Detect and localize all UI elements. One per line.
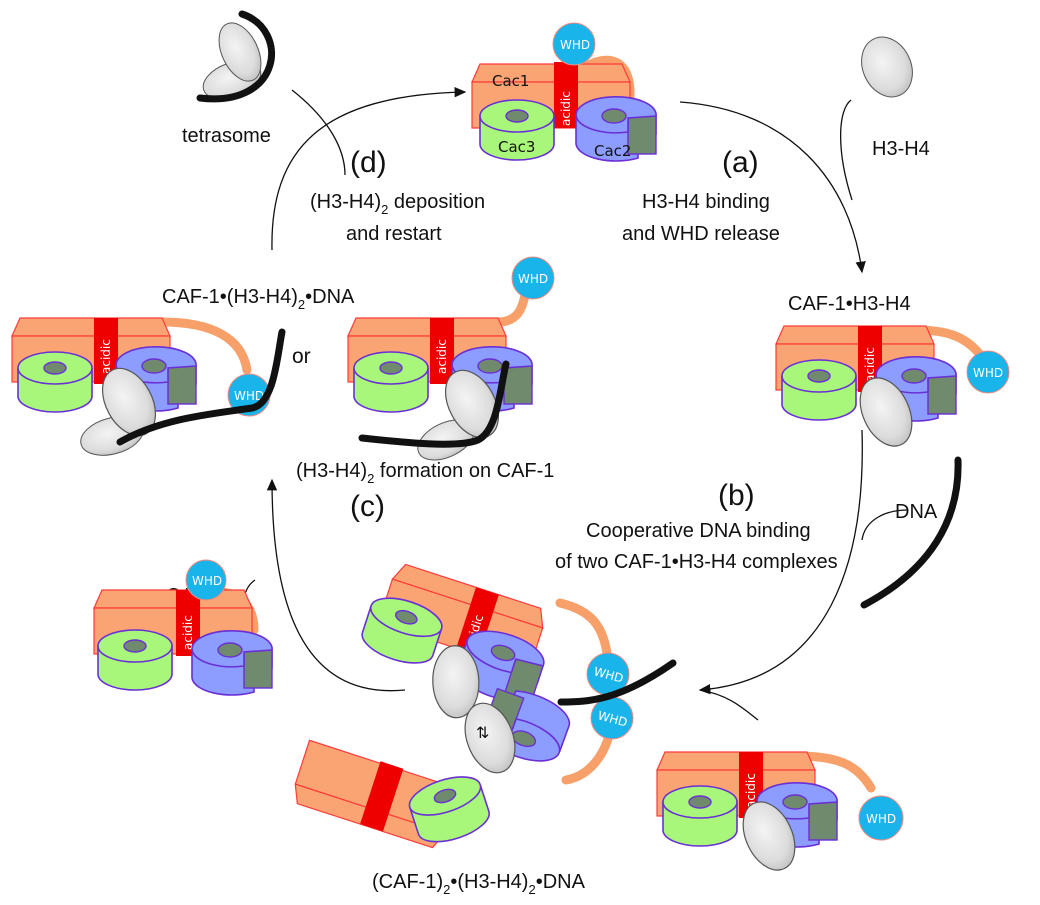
step-a-line1: H3-H4 binding [642,191,770,213]
dna-free-icon [860,456,962,609]
arrow-h3h4-in [840,99,853,201]
cac2-label: Cac2 [594,142,631,160]
svg-text:acidic: acidic [435,339,449,374]
svg-text:acidic: acidic [744,773,758,808]
caf1-h3h4-2-dna-variant1: acidic WHD [11,317,286,456]
svg-text:WHD: WHD [973,366,1003,380]
dna-strand [557,659,677,706]
step-d-letter: (d) [350,146,387,179]
step-a-line2: and WHD release [622,223,780,245]
svg-text:acidic: acidic [863,347,877,382]
caf1-released: acidic WHD [93,559,273,696]
step-d-line2: and restart [346,223,442,245]
label-tetrasome: tetrasome [182,125,271,147]
caf1-free-top: acidic Cac1 WHD Cac3 Cac2 [471,22,657,162]
svg-text:WHD: WHD [234,389,264,403]
whd-domain [858,795,904,841]
svg-text:acidic: acidic [497,785,524,822]
whd-domain [511,256,555,300]
step-c-letter: (c) [350,490,385,523]
h3h4-histone-icon [861,36,913,98]
step-d-line1: (H3-H4)2 deposition [310,191,485,217]
step-b-letter: (b) [718,479,755,512]
step-c-line1: (H3-H4)2 formation on CAF-1 [296,460,554,486]
step-b-line1: Cooperative DNA binding [586,520,811,542]
dna-strand [358,360,510,448]
svg-text:WHD: WHD [560,38,590,52]
arrow-a [679,101,866,274]
cac3-label: Cac3 [498,138,535,156]
svg-text:WHD: WHD [866,812,896,826]
label-dna: DNA [895,501,938,523]
svg-text:WHD: WHD [518,272,548,286]
equilibrium-symbol: ⇅ [476,725,489,742]
whd-domain [966,350,1010,394]
whd-domain [185,559,227,601]
svg-text:acidic: acidic [181,615,195,650]
caf1-h3h4-2-dna-variant2: acidic WHD [347,256,555,461]
arrow-tetrasome-release [291,89,346,176]
dna-strand [116,328,286,446]
whd-domain [552,22,596,66]
label-or: or [292,345,311,368]
tetrasome-icon [196,10,276,103]
svg-text:WHD: WHD [192,574,222,588]
arrow-b [698,429,863,695]
caf1-h3h4-upper: acidic WHD [775,325,1010,455]
arrow-c [266,478,406,692]
svg-text:acidic: acidic [99,339,113,374]
caf1-h3h4-lower: acidic WHD [656,751,904,879]
arrow-caf1-2-in [699,689,759,721]
arrow-d-to-top [271,87,467,251]
label-h3h4: H3-H4 [872,138,930,160]
cac1-label: Cac1 [492,72,529,90]
label-caf1-dimer-dna: (CAF-1)2•(H3-H4)2•DNA [372,871,586,897]
step-a-letter: (a) [722,146,759,179]
caf1-dimer-upper: acidic [356,561,550,720]
arrow-dna-in [861,509,909,541]
cycle-arrows [243,87,909,721]
label-caf1-h3h4-2-dna: CAF-1•(H3-H4)2•DNA [162,286,355,312]
label-caf1-h3h4-upper: CAF-1•H3-H4 [788,293,911,315]
acidic-label: acidic [559,91,573,126]
step-b-line2: of two CAF-1•H3-H4 complexes [555,551,838,573]
